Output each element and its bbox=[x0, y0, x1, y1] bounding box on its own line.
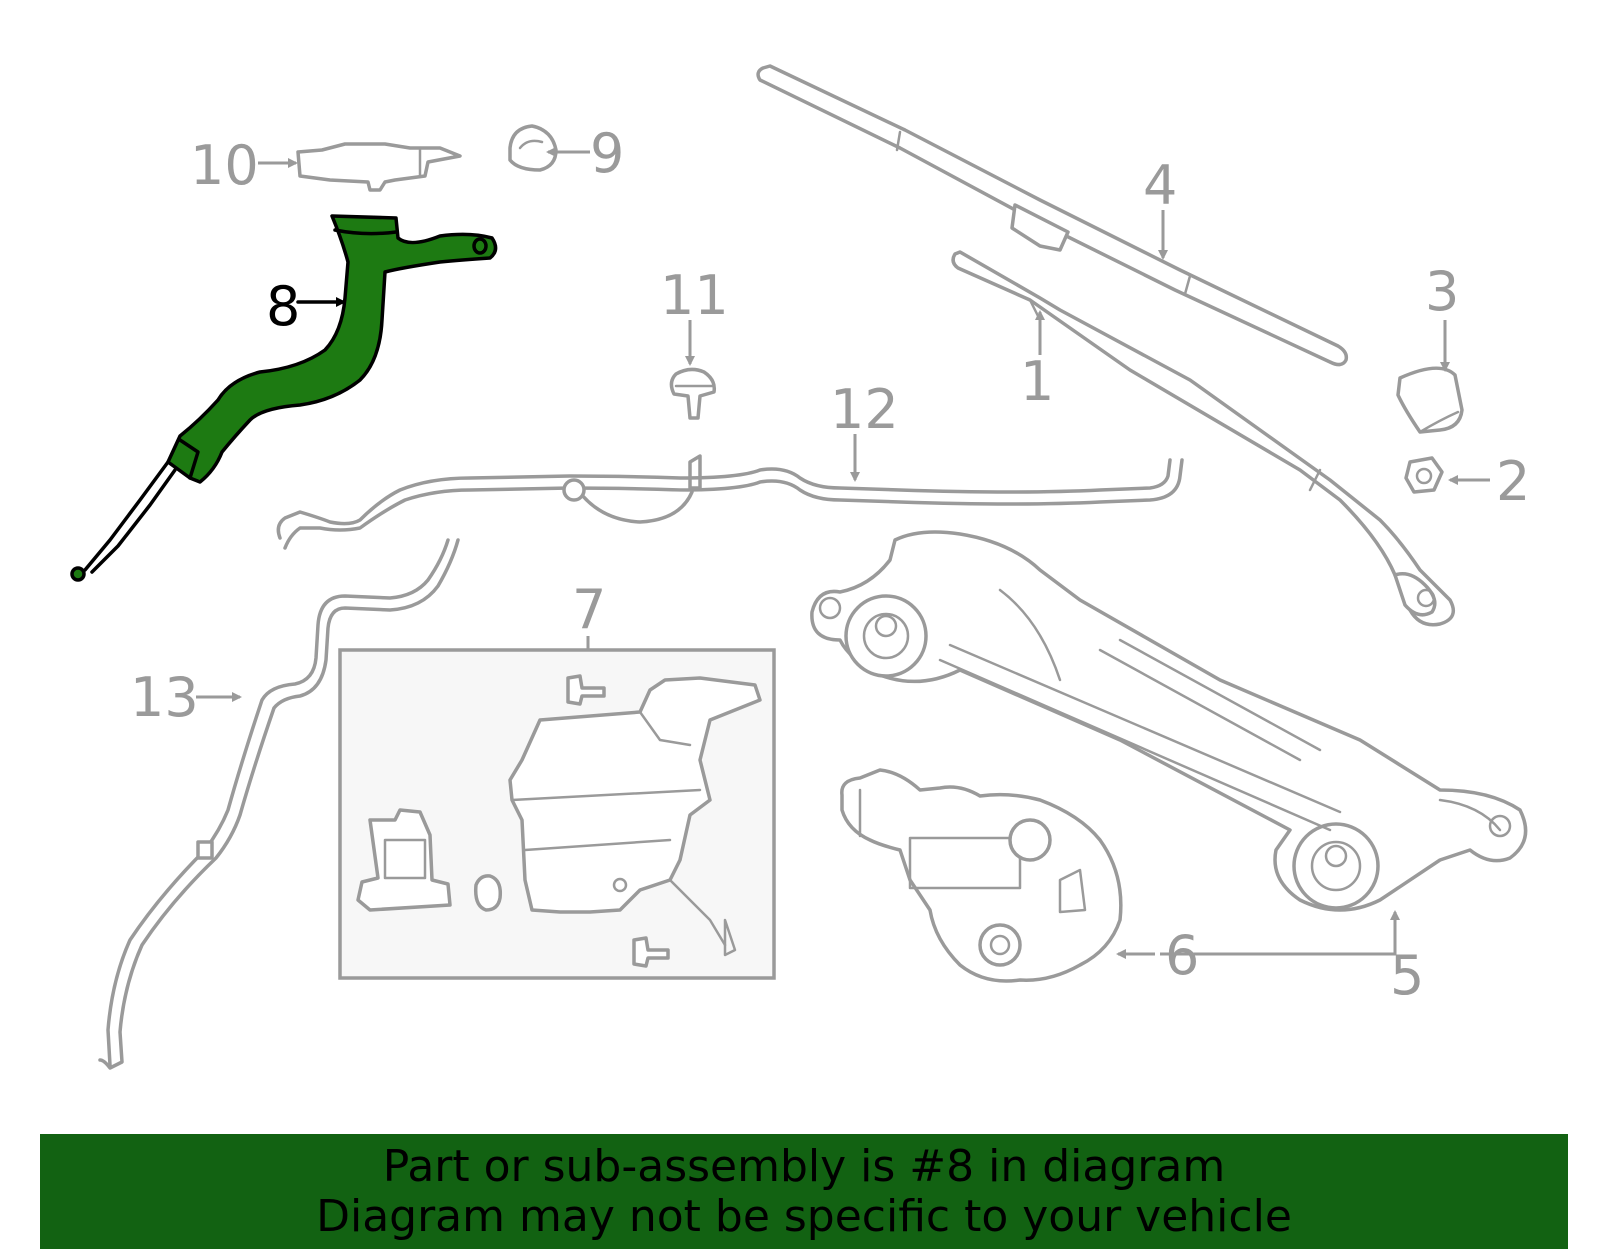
callout-10: 10 bbox=[190, 134, 259, 197]
callout-lines bbox=[196, 147, 1490, 959]
part-1-wiper-arm bbox=[951, 250, 1456, 627]
callout-6: 6 bbox=[1165, 924, 1199, 987]
part-8-shape bbox=[166, 214, 498, 484]
part-2-nut bbox=[1404, 456, 1444, 494]
part-12-hose bbox=[276, 454, 1184, 550]
banner-line-2: Diagram may not be specific to your vehi… bbox=[316, 1190, 1292, 1242]
part-11-clip bbox=[669, 367, 717, 420]
part-7-reservoir-kit bbox=[338, 648, 776, 980]
banner-line-1: Part or sub-assembly is #8 in diagram bbox=[382, 1140, 1226, 1192]
callout-12: 12 bbox=[830, 378, 899, 441]
part-3-cap bbox=[1396, 366, 1464, 434]
part-8-filler-neck bbox=[70, 214, 498, 582]
callout-11: 11 bbox=[660, 264, 729, 327]
part-5-linkage bbox=[810, 530, 1528, 912]
callout-numbers: 1 2 3 4 5 6 7 8 9 10 11 12 13 bbox=[130, 122, 1530, 1007]
part-9-grommet bbox=[508, 124, 558, 172]
callout-5: 5 bbox=[1390, 944, 1424, 1007]
callout-1: 1 bbox=[1020, 350, 1054, 413]
callout-9: 9 bbox=[590, 122, 624, 185]
info-banner: Part or sub-assembly is #8 in diagram Di… bbox=[40, 1134, 1568, 1249]
callout-7: 7 bbox=[572, 578, 606, 641]
callout-13: 13 bbox=[130, 666, 199, 729]
part-13-hose bbox=[98, 538, 460, 1070]
part-10-bracket bbox=[296, 142, 462, 192]
callout-3: 3 bbox=[1425, 260, 1459, 323]
callout-8: 8 bbox=[266, 275, 300, 338]
callout-4: 4 bbox=[1143, 154, 1177, 217]
part-4-wiper-blade bbox=[756, 64, 1349, 367]
part-6-motor bbox=[840, 768, 1123, 983]
callout-2: 2 bbox=[1496, 450, 1530, 513]
